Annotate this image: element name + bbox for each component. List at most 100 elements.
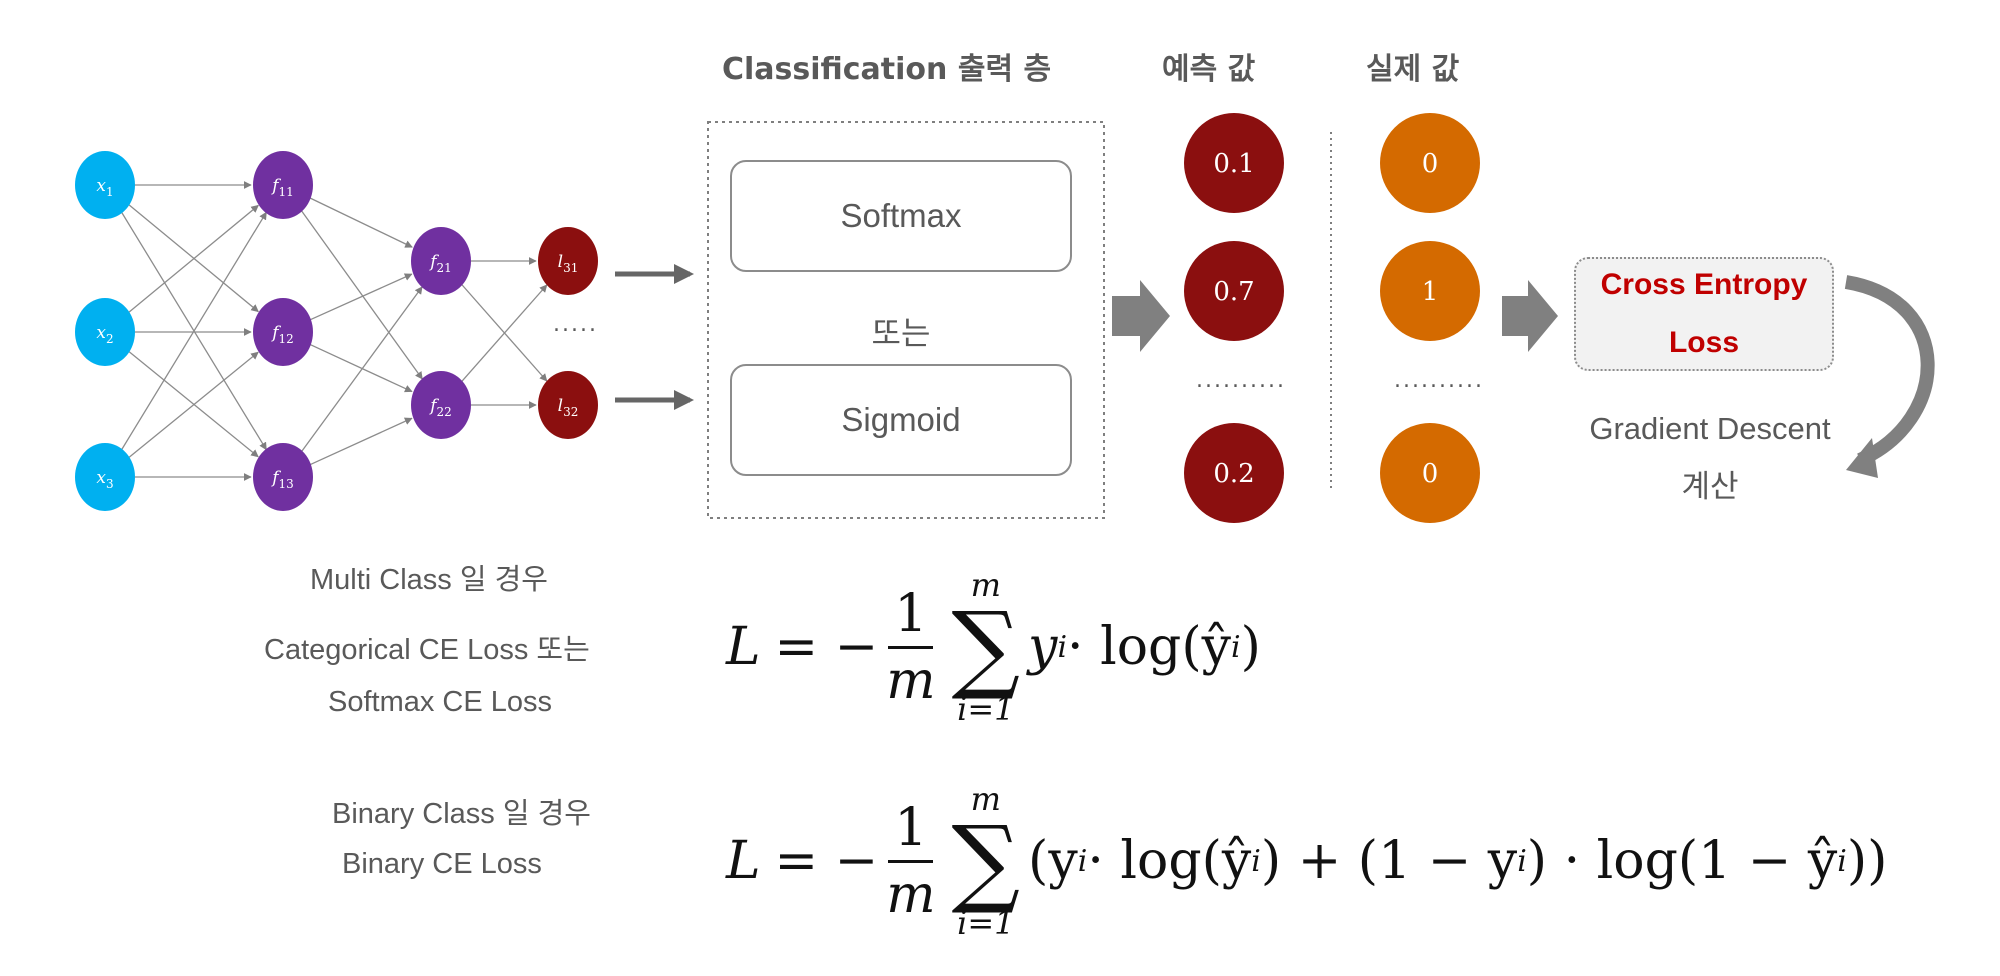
bformula-denominator: m <box>886 864 936 925</box>
bformula-mid: ) + (1 − y <box>1260 831 1518 891</box>
hidden1-node: f11 <box>253 151 313 219</box>
predicted-value-node-circle <box>1184 241 1284 341</box>
loss-box-line2: Loss <box>1668 326 1740 359</box>
network-edge <box>309 197 413 248</box>
predicted-value-node-value: 0.7 <box>1213 277 1254 307</box>
output-node: l32 <box>538 371 598 439</box>
input-node-circle <box>75 151 135 219</box>
actual-value-node: 1 <box>1380 241 1480 341</box>
hidden1-node-label: f12 <box>270 323 294 346</box>
hidden2-node: f21 <box>411 227 471 295</box>
actual-value-node: 0 <box>1380 113 1480 213</box>
formula-summation: m ∑ i=1 <box>952 566 1021 728</box>
binary-class-note-2: Binary CE Loss <box>342 848 542 880</box>
network-edge <box>299 208 423 380</box>
predicted-value-node-circle <box>1184 113 1284 213</box>
bformula-numerator: 1 <box>888 796 934 863</box>
formula-sub: i <box>1057 629 1068 665</box>
bformula-sub2: i <box>1251 843 1261 879</box>
actual-value-node-circle <box>1380 241 1480 341</box>
bformula-sub: i <box>1077 843 1088 879</box>
bsum-lower: i=1 <box>957 904 1015 942</box>
hidden1-node-circle <box>253 151 313 219</box>
output-layer-container <box>707 121 1105 519</box>
gradient-arrow-head <box>1846 438 1878 478</box>
bsum-upper: m <box>970 780 1001 818</box>
network-edge <box>127 203 259 313</box>
classification-layer-title: Classification 출력 층 <box>722 52 1052 87</box>
hidden1-node-circle <box>253 443 313 511</box>
actual-value-node-value: 1 <box>1422 277 1439 307</box>
sigma-symbol: ∑ <box>951 591 1021 703</box>
bformula-eq: = − <box>774 831 879 891</box>
hidden1-node-label: f11 <box>270 176 294 199</box>
network-edge <box>300 286 423 454</box>
input-node: x2 <box>75 298 135 366</box>
network-edge <box>120 210 267 451</box>
hidden2-node-label: f21 <box>428 252 452 275</box>
output-node-circle <box>538 227 598 295</box>
network-edge <box>460 283 548 382</box>
multi-class-note-1: Multi Class 일 경우 <box>310 564 548 596</box>
gradient-curve-arrow <box>1844 275 1935 467</box>
bformula-end: )) <box>1846 831 1888 891</box>
actual-value-node-circle <box>1380 113 1480 213</box>
formula-denominator: m <box>886 650 936 711</box>
bformula-log: · log(ŷ <box>1087 831 1252 891</box>
bformula-fraction: 1 m <box>886 796 935 927</box>
input-node: x1 <box>75 151 135 219</box>
formula-numerator: 1 <box>888 582 934 649</box>
input-node-label: x1 <box>96 176 113 199</box>
input-node-circle <box>75 298 135 366</box>
hidden2-node-circle <box>411 227 471 295</box>
actual-value-node: 0 <box>1380 423 1480 523</box>
hidden2-node-circle <box>411 371 471 439</box>
block-arrow-to-loss <box>1502 280 1558 352</box>
actual-value-node-value: 0 <box>1422 459 1439 489</box>
predicted-ellipsis: .......... <box>1196 368 1286 393</box>
softmax-box: Softmax <box>730 160 1072 272</box>
gradient-line1: Gradient Descent <box>1589 411 1831 446</box>
actual-value-node-circle <box>1380 423 1480 523</box>
bformula-lhs: L <box>726 831 761 891</box>
formula-lhs: L <box>726 617 761 677</box>
output-node: l31 <box>538 227 598 295</box>
actual-value-node-value: 0 <box>1422 149 1439 179</box>
predicted-value-node: 0.2 <box>1184 423 1284 523</box>
predicted-values-title: 예측 값 <box>1162 52 1256 87</box>
network-output-ellipsis: ..... <box>553 312 598 337</box>
hidden1-node: f13 <box>253 443 313 511</box>
output-node-label: l32 <box>558 396 579 419</box>
multi-class-note-3: Softmax CE Loss <box>328 686 553 718</box>
bformula-body: (y <box>1028 831 1078 891</box>
predicted-value-node: 0.1 <box>1184 113 1284 213</box>
binary-class-note-1: Binary Class 일 경우 <box>332 798 591 830</box>
formula-sub2: i <box>1231 629 1241 665</box>
hidden2-node: f22 <box>411 371 471 439</box>
bformula-mid2: ) · log(1 − ŷ <box>1526 831 1838 891</box>
bformula-sub4: i <box>1837 843 1847 879</box>
gradient-descent-label: Gradient Descent 계산 <box>1560 400 1860 516</box>
predicted-value-node: 0.7 <box>1184 241 1284 341</box>
sigmoid-box: Sigmoid <box>730 364 1072 476</box>
network-edge <box>127 351 259 459</box>
network-edge <box>127 350 259 458</box>
multi-class-note-2: Categorical CE Loss 또는 <box>264 634 590 666</box>
hidden1-node-label: f13 <box>270 468 294 491</box>
input-node-circle <box>75 443 135 511</box>
hidden2-node-label: f22 <box>428 396 452 419</box>
formula-body-log: · log(ŷ <box>1067 617 1231 677</box>
actual-values-title: 실제 값 <box>1366 52 1460 87</box>
bsigma-symbol: ∑ <box>951 805 1021 917</box>
bformula-sub3: i <box>1517 843 1527 879</box>
output-node-label: l31 <box>558 252 579 275</box>
or-label: 또는 <box>871 314 931 352</box>
block-arrow-to-predictions <box>1112 280 1170 352</box>
formula-body-y: y <box>1028 617 1058 677</box>
sum-lower: i=1 <box>957 690 1015 728</box>
predicted-value-node-circle <box>1184 423 1284 523</box>
loss-box-line1: Cross Entropy <box>1600 268 1808 301</box>
